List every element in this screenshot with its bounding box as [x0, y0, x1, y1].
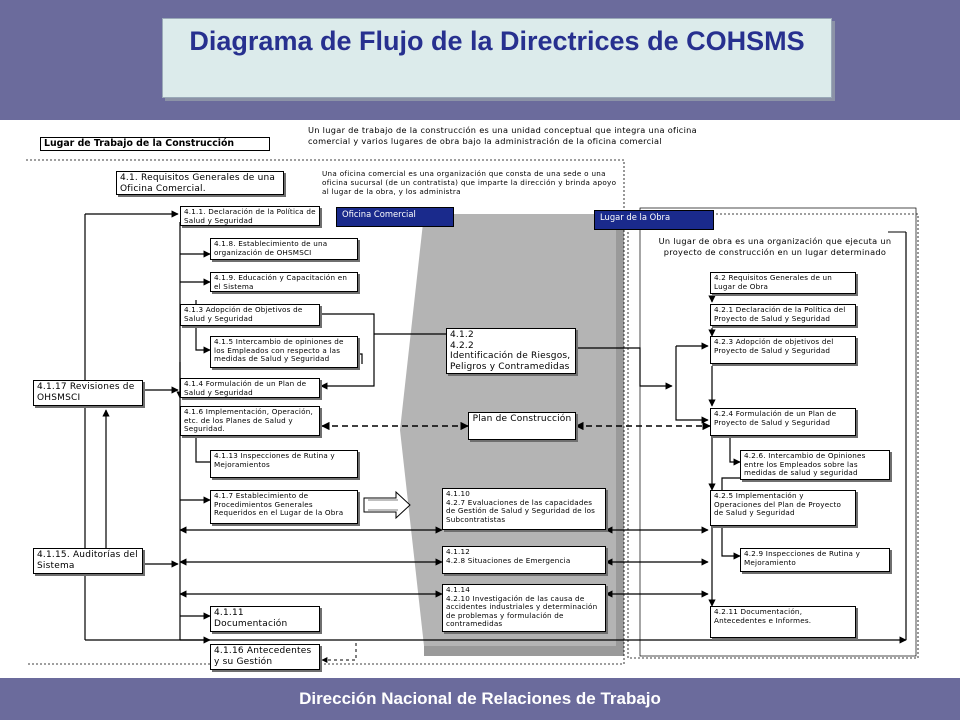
- node-4-2-4: 4.2.4 Formulación de un Plan de Proyecto…: [710, 408, 856, 436]
- node-4-1-1: 4.1.1. Declaración de la Política de Sal…: [180, 206, 320, 226]
- node-plan-construccion: Plan de Construcción: [468, 412, 576, 440]
- node-4-1-16: 4.1.16 Antecedentes y su Gestión: [210, 644, 320, 670]
- page-title: Diagrama de Flujo de la Directrices de C…: [189, 26, 805, 56]
- node-identificacion: 4.1.2 4.2.2 Identificación de Riesgos, P…: [446, 328, 576, 374]
- node-4-2-9: 4.2.9 Inspecciones de Rutina y Mejoramie…: [740, 548, 890, 572]
- node-emergencia: 4.1.12 4.2.8 Situaciones de Emergencia: [442, 546, 606, 574]
- node-4-2-6: 4.2.6. Intercambio de Opiniones entre lo…: [740, 450, 890, 480]
- node-4-1-5: 4.1.5 Intercambio de opiniones de los Em…: [210, 336, 358, 368]
- node-4-2-1: 4.2.1 Declaración de la Política del Pro…: [710, 304, 856, 326]
- footer-band: [0, 678, 960, 720]
- node-4-1-4: 4.1.4 Formulación de un Plan de Salud y …: [180, 378, 320, 398]
- node-4-1-17: 4.1.17 Revisiones de OHSMSCI: [33, 380, 143, 406]
- node-4-1-9: 4.1.9. Educación y Capacitación en el Si…: [210, 272, 358, 292]
- node-4-2: 4.2 Requisitos Generales de un Lugar de …: [710, 272, 856, 294]
- footer-text: Dirección Nacional de Relaciones de Trab…: [299, 689, 661, 708]
- node-accidentes: 4.1.14 4.2.10 Investigación de las causa…: [442, 584, 606, 632]
- node-4-1-11: 4.1.11 Documentación: [210, 606, 320, 632]
- office-description: Una oficina comercial es una organizació…: [322, 169, 617, 196]
- site-boundary: [627, 213, 919, 659]
- section-label: Lugar de Trabajo de la Construcción: [40, 137, 270, 151]
- node-4-1-7: 4.1.7 Establecimiento de Procedimientos …: [210, 490, 358, 524]
- node-4-1-8: 4.1.8. Establecimiento de una organizaci…: [210, 238, 358, 260]
- intro-text: Un lugar de trabajo de la construcción e…: [308, 125, 697, 146]
- node-4-1-15: 4.1.15. Auditorías del Sistema: [33, 548, 143, 574]
- node-4-2-3: 4.2.3 Adopción de objetivos del Proyecto…: [710, 336, 856, 364]
- title-box: Diagrama de Flujo de la Directrices de C…: [162, 18, 832, 98]
- tab-office: Oficina Comercial: [336, 207, 454, 227]
- node-4-2-5: 4.2.5 Implementación y Operaciones del P…: [710, 490, 856, 526]
- node-4-1-13: 4.1.13 Inspecciones de Rutina y Mejorami…: [210, 450, 358, 478]
- office-boundary: [26, 159, 625, 665]
- site-description: Un lugar de obra es una organización que…: [658, 236, 892, 257]
- node-4-1: 4.1. Requisitos Generales de una Oficina…: [116, 171, 284, 195]
- node-4-1-6: 4.1.6 Implementación, Operación, etc. de…: [180, 406, 320, 436]
- node-4-2-11: 4.2.11 Documentación, Antecedentes e Inf…: [710, 606, 856, 638]
- node-4-1-3: 4.1.3 Adopción de Objetivos de Salud y S…: [180, 304, 320, 326]
- node-capacidades: 4.1.10 4.2.7 Evaluaciones de las capacid…: [442, 488, 606, 530]
- tab-site: Lugar de la Obra: [594, 210, 714, 230]
